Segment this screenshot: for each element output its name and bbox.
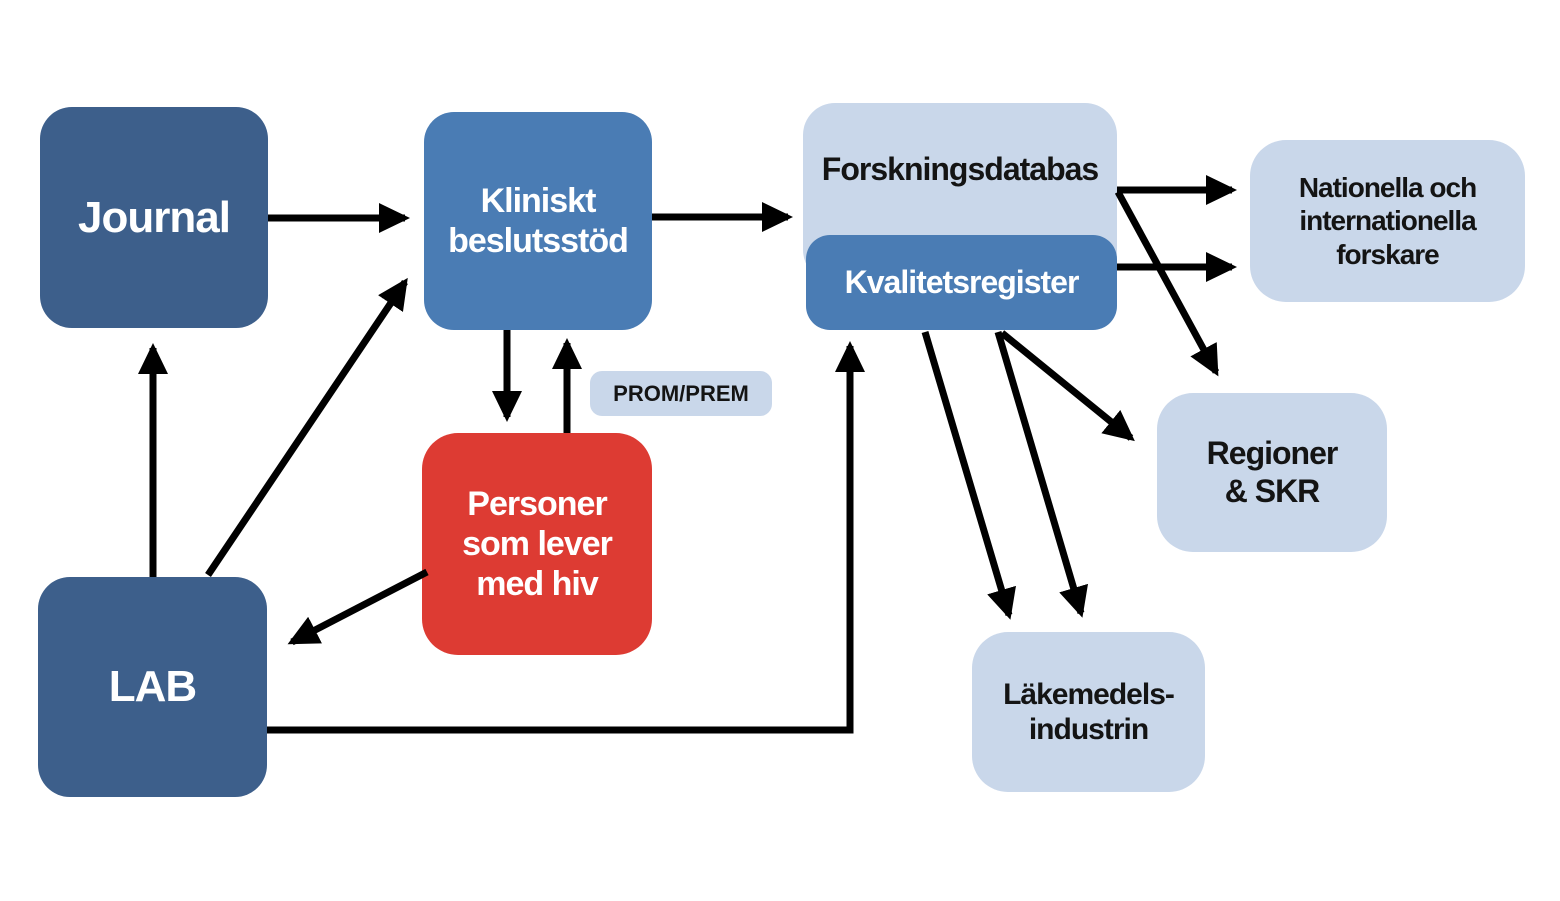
- node-nationella-internationella-forskare: Nationella och internationella forskare: [1250, 140, 1525, 302]
- node-regioner-skr: Regioner & SKR: [1157, 393, 1387, 552]
- node-nationella-label: Nationella och internationella forskare: [1298, 172, 1477, 270]
- node-lakemedelsindustrin: Läkemedels- industrin: [972, 632, 1205, 792]
- node-kvalitetsregister-label: Kvalitetsregister: [844, 263, 1080, 300]
- node-lab-label: LAB: [108, 662, 197, 712]
- arrow-personer-to-lab: [287, 568, 429, 646]
- arrow-kvalitetsregister-to-lakemedelsindustrin-2: [994, 331, 1089, 618]
- node-kliniskt-beslutsstod-label: Kliniskt beslutsstöd: [448, 181, 629, 260]
- node-personer-label: Personer som lever med hiv: [462, 484, 613, 604]
- node-lakemedelsindustrin-label: Läkemedels- industrin: [1003, 677, 1175, 746]
- node-prom-prem-label: PROM/PREM: [613, 380, 749, 406]
- node-kvalitetsregister: Kvalitetsregister: [806, 235, 1117, 330]
- arrow-kvalitetsregister-to-lakemedelsindustrin-1: [921, 331, 1016, 620]
- node-prom-prem: PROM/PREM: [590, 371, 772, 416]
- node-regioner-label: Regioner & SKR: [1206, 434, 1339, 509]
- node-personer-som-lever-med-hiv: Personer som lever med hiv: [422, 433, 652, 655]
- node-forskningsdatabas-label: Forskningsdatabas: [821, 151, 1099, 187]
- node-journal-label: Journal: [78, 192, 231, 242]
- node-lab: LAB: [38, 577, 267, 797]
- node-journal: Journal: [40, 107, 268, 328]
- arrow-kvalitetsregister-to-regioner: [999, 330, 1135, 442]
- node-kliniskt-beslutsstod: Kliniskt beslutsstöd: [424, 112, 652, 330]
- arrow-forskningsdatabas-to-regioner: [1114, 190, 1220, 377]
